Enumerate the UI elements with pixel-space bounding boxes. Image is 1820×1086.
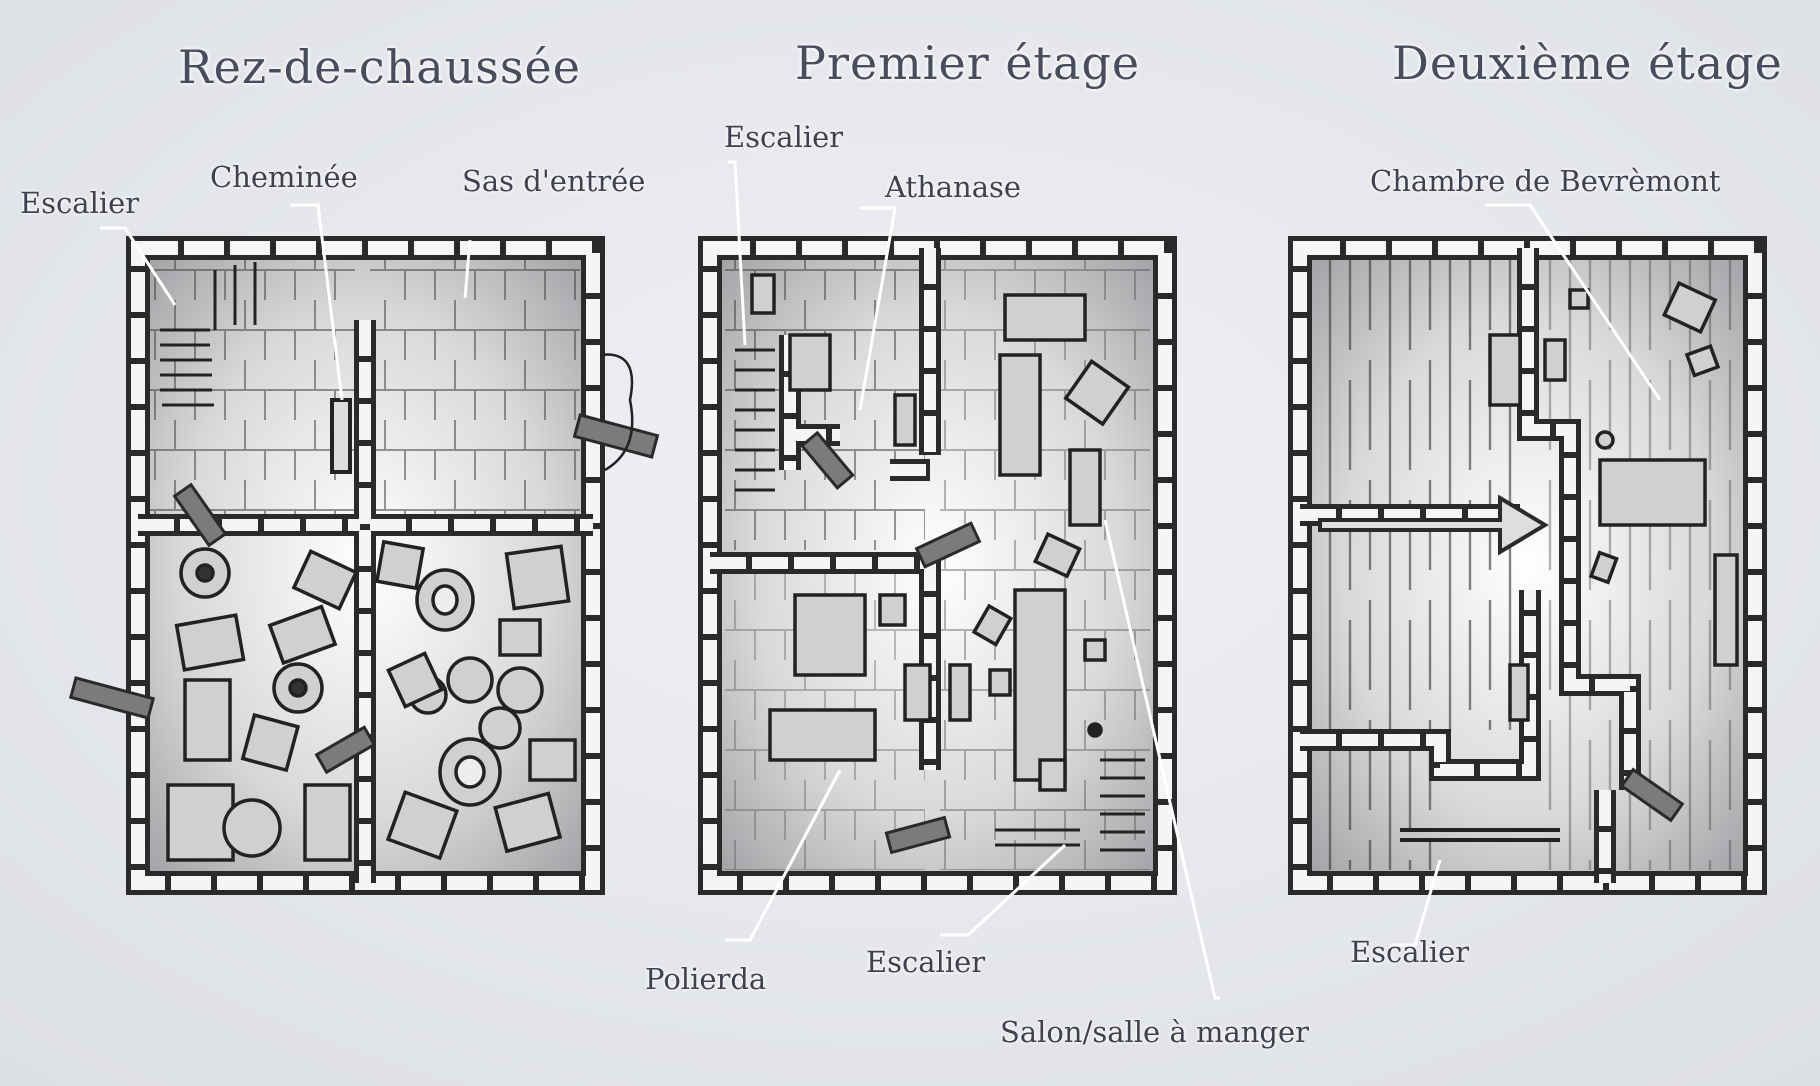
floor-title-first: Premier étage	[795, 36, 1141, 90]
furniture-icons	[750, 273, 1131, 792]
floor-plan-first	[698, 236, 1177, 895]
label-first-stairs-bottom: Escalier	[866, 945, 986, 979]
floor-title-second: Deuxième étage	[1392, 36, 1783, 90]
leader-lines	[100, 160, 1662, 1000]
label-first-athanase: Athanase	[885, 170, 1022, 204]
floor-title-ground: Rez-de-chaussée	[178, 40, 581, 94]
label-ground-stairs: Escalier	[20, 186, 140, 220]
label-first-polierda: Polierda	[645, 962, 767, 996]
arrow-icon	[1318, 494, 1549, 556]
label-second-stairs: Escalier	[1350, 935, 1470, 969]
fireplace-icon	[330, 398, 352, 474]
stone-floor	[150, 260, 355, 515]
furniture-icons	[1488, 280, 1739, 722]
label-ground-fireplace: Cheminée	[210, 160, 358, 194]
stairs-icon	[1400, 828, 1560, 842]
label-second-bedroom: Chambre de Bevrèmont	[1370, 164, 1721, 198]
door-icons	[68, 413, 660, 775]
furniture-icons	[166, 539, 577, 862]
door-icons	[1619, 767, 1685, 823]
floor-plan-ground	[68, 236, 660, 895]
stone-floor	[370, 260, 580, 515]
label-first-living-dining: Salon/salle à manger	[1000, 1015, 1310, 1049]
label-ground-entrance: Sas d'entrée	[462, 164, 646, 198]
floor-plan-second	[1288, 236, 1767, 895]
stairs-icon	[735, 348, 1145, 852]
door-icons	[799, 430, 982, 855]
label-first-stairs-top: Escalier	[724, 120, 844, 154]
stairs-icon	[160, 262, 257, 407]
